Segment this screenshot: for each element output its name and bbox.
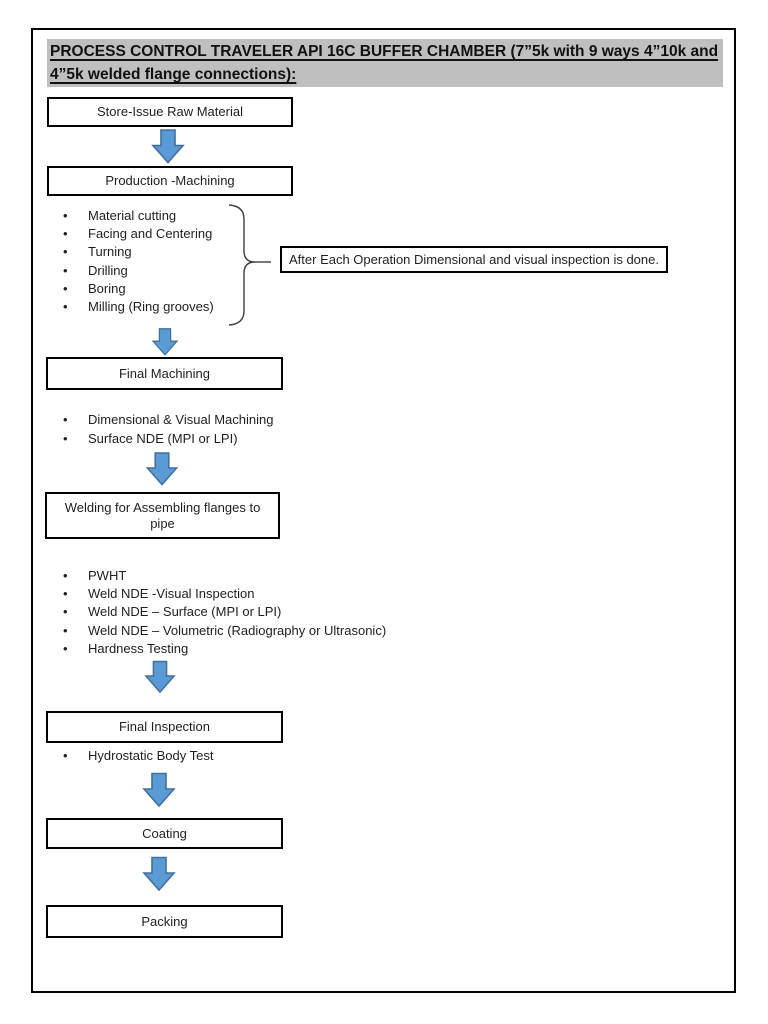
flow-box-final-inspection: Final Inspection xyxy=(46,711,283,743)
bullet-icon: • xyxy=(63,244,68,260)
flow-box-label: Store-Issue Raw Material xyxy=(97,104,243,120)
list-item: • Boring xyxy=(59,280,214,298)
list-item-label: Weld NDE -Visual Inspection xyxy=(88,586,255,602)
bullet-icon: • xyxy=(63,622,68,638)
flow-box-label: Coating xyxy=(142,825,187,841)
bullet-icon: • xyxy=(63,226,68,242)
bullet-icon: • xyxy=(63,748,68,763)
list-item: • Weld NDE – Volumetric (Radiography or … xyxy=(59,622,386,640)
arrow-down-icon xyxy=(144,660,176,694)
list-item-label: Hydrostatic Body Test xyxy=(88,748,214,763)
list-item-label: Dimensional & Visual Machining xyxy=(88,412,274,427)
list-item-label: Boring xyxy=(88,280,126,296)
list-item-label: Weld NDE – Surface (MPI or LPI) xyxy=(88,604,282,620)
bullet-icon: • xyxy=(63,299,68,315)
flow-box-label: Welding for Assembling flanges to pipe xyxy=(64,500,261,531)
list-item-label: Weld NDE – Volumetric (Radiography or Ul… xyxy=(88,622,387,638)
arrow-down-icon xyxy=(151,328,179,356)
flow-box-packing: Packing xyxy=(46,905,283,938)
machining-operations-list: • Material cutting • Facing and Centerin… xyxy=(59,207,214,316)
list-item: • Drilling xyxy=(59,262,214,280)
list-item: • PWHT xyxy=(59,567,386,585)
bullet-icon: • xyxy=(63,280,68,296)
list-item: • Dimensional & Visual Machining xyxy=(59,410,273,429)
list-item-label: Hardness Testing xyxy=(88,640,189,656)
final-inspection-checks-list: • Hydrostatic Body Test xyxy=(59,747,213,765)
flow-box-production-machining: Production -Machining xyxy=(47,166,293,196)
flow-box-final-machining: Final Machining xyxy=(46,357,283,390)
arrow-down-icon xyxy=(142,772,176,808)
welding-checks-list: • PWHT • Weld NDE -Visual Inspection • W… xyxy=(59,567,386,658)
final-machining-checks-list: • Dimensional & Visual Machining • Surfa… xyxy=(59,410,273,448)
list-item: • Hydrostatic Body Test xyxy=(59,747,213,765)
flow-box-store-issue-raw-material: Store-Issue Raw Material xyxy=(47,97,293,127)
inspection-note-box: After Each Operation Dimensional and vis… xyxy=(280,246,668,273)
page-border xyxy=(31,28,736,993)
flow-box-coating: Coating xyxy=(46,818,283,849)
list-item: • Hardness Testing xyxy=(59,640,386,658)
list-item: • Milling (Ring grooves) xyxy=(59,298,214,316)
flow-box-label: Production -Machining xyxy=(105,173,235,189)
bullet-icon: • xyxy=(63,262,68,278)
list-item: • Weld NDE – Surface (MPI or LPI) xyxy=(59,603,386,621)
list-item: • Turning xyxy=(59,243,214,261)
flow-box-label: Packing xyxy=(141,913,188,929)
bullet-icon: • xyxy=(63,568,68,583)
arrow-down-icon xyxy=(151,129,185,164)
list-item-label: Surface NDE (MPI or LPI) xyxy=(88,431,238,446)
list-item-label: PWHT xyxy=(88,568,127,583)
flow-box-label: Final Inspection xyxy=(118,719,211,735)
bullet-icon: • xyxy=(63,586,68,602)
list-item-label: Milling (Ring grooves) xyxy=(88,299,214,315)
bullet-icon: • xyxy=(63,640,68,656)
bullet-icon: • xyxy=(63,431,68,446)
arrow-down-icon xyxy=(145,452,179,486)
arrow-down-icon xyxy=(142,856,176,892)
list-item-label: Turning xyxy=(88,244,132,260)
list-item-label: Facing and Centering xyxy=(88,226,213,242)
list-item-label: Drilling xyxy=(88,262,128,278)
flow-box-welding-assembling-flanges: Welding for Assembling flanges to pipe xyxy=(45,492,280,539)
bullet-icon: • xyxy=(63,604,68,620)
inspection-note-label: After Each Operation Dimensional and vis… xyxy=(289,252,659,267)
document-title: PROCESS CONTROL TRAVELER API 16C BUFFER … xyxy=(47,39,723,87)
list-item: • Facing and Centering xyxy=(59,225,214,243)
list-item-label: Material cutting xyxy=(88,208,177,223)
list-item: • Material cutting xyxy=(59,207,214,225)
list-item: • Surface NDE (MPI or LPI) xyxy=(59,429,273,448)
bullet-icon: • xyxy=(63,208,68,223)
bullet-icon: • xyxy=(63,412,68,427)
flow-box-label: Final Machining xyxy=(118,365,211,381)
curly-brace-connector xyxy=(228,204,271,326)
list-item: • Weld NDE -Visual Inspection xyxy=(59,585,386,603)
